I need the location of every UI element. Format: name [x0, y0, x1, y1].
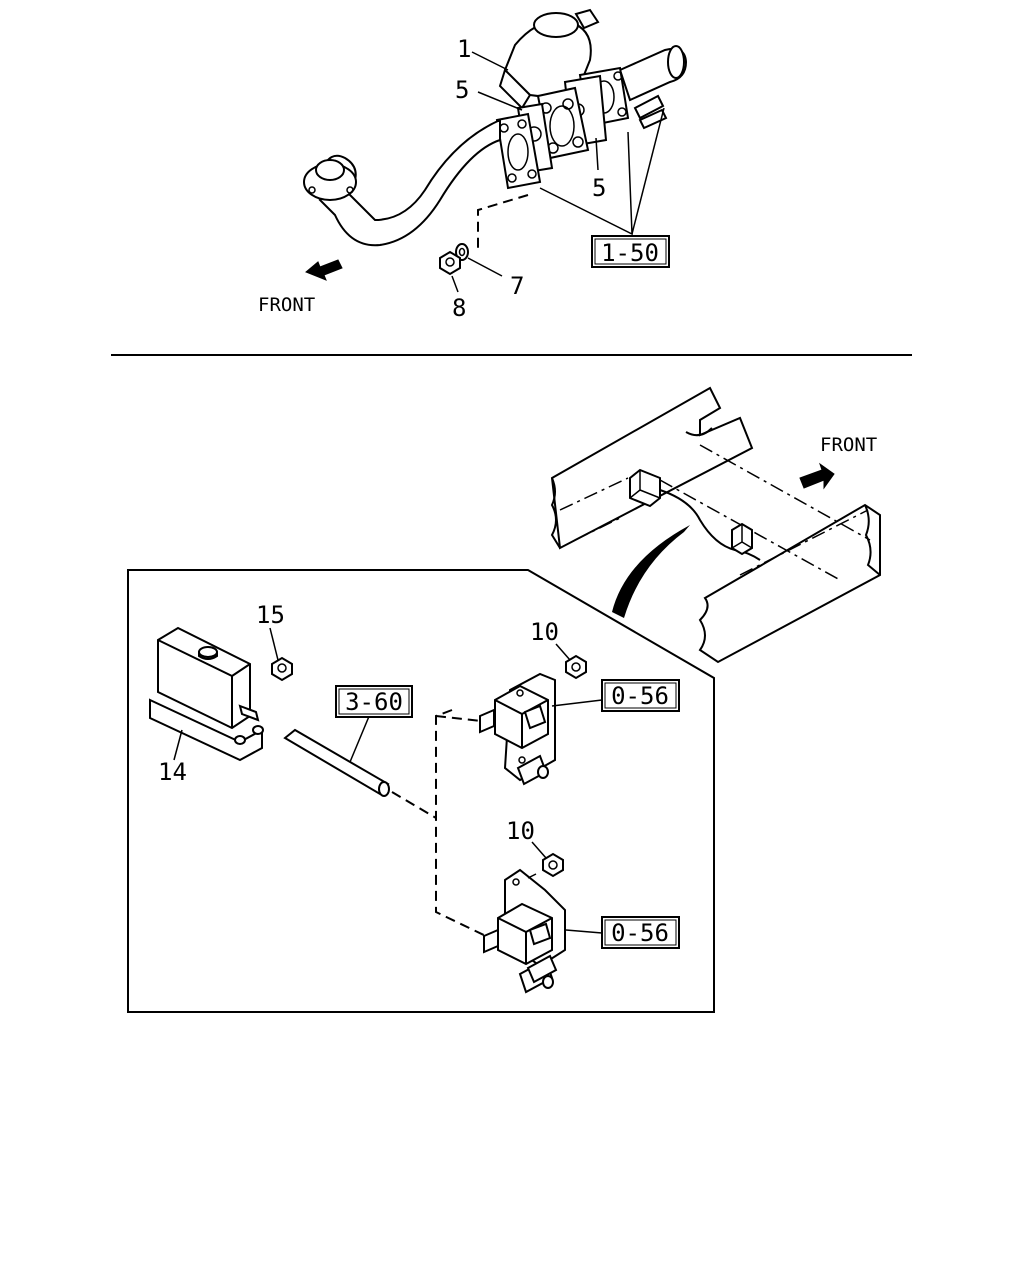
reservoir-14: [149, 626, 264, 762]
leader-15: [269, 627, 279, 661]
leader-5a: [477, 91, 523, 111]
callout-15: 15: [256, 601, 285, 629]
callout-1: 1: [457, 35, 471, 63]
chassis-frame: [550, 386, 881, 664]
leader-3-60: [349, 713, 371, 763]
leader-10-lower: [531, 841, 547, 859]
front-arrow-bottom: [799, 462, 835, 490]
top-assembly: 1 5 5 7 8 1-50 FRONT: [258, 8, 688, 322]
nut-10-upper: [565, 654, 587, 680]
ref-box-0-56-lower: 0-56: [601, 916, 680, 949]
hose-dashline: [391, 791, 437, 819]
ref-box-3-60: 3-60: [335, 685, 413, 718]
connection-dashline: [435, 709, 491, 939]
leader-5b: [595, 137, 599, 171]
detail-frame: [127, 569, 715, 1013]
callout-10-upper: 10: [530, 618, 559, 646]
front-arrow-top: [305, 259, 343, 281]
leader-1: [471, 51, 509, 71]
ref-box-0-56-upper: 0-56: [601, 679, 680, 712]
callout-5-lower: 5: [592, 174, 606, 202]
ref-0-56-upper-label: 0-56: [611, 682, 669, 710]
detail-pointer: [612, 525, 690, 618]
leader-0-56-upper: [551, 699, 603, 707]
lower-valve: [483, 868, 566, 994]
callout-7: 7: [510, 272, 524, 300]
frame-reservoir: [629, 468, 661, 508]
outlet-pipe: [618, 45, 688, 102]
leader-14: [173, 729, 183, 761]
ref-0-56-lower-label: 0-56: [611, 919, 669, 947]
frame-valve: [731, 522, 753, 556]
callout-14: 14: [158, 758, 187, 786]
flange-left: [495, 112, 542, 190]
exhaust-pipe: [303, 118, 501, 247]
nut-8: [439, 250, 461, 276]
ref-box-1-50: 1-50: [591, 235, 670, 268]
stud-dashline: [477, 194, 529, 248]
washer-7: [455, 243, 469, 261]
front-label-top: FRONT: [258, 294, 315, 316]
leader-8: [451, 275, 459, 293]
callout-10-lower: 10: [506, 817, 535, 845]
nut-15: [271, 656, 293, 682]
upper-valve-dash: [435, 715, 491, 723]
leader-0-56-lower: [565, 929, 603, 934]
ref-3-60-label: 3-60: [345, 688, 403, 716]
bolts: [633, 94, 668, 130]
frame-hose: [659, 489, 761, 561]
leader-10-upper: [555, 643, 571, 661]
callout-5-upper: 5: [455, 76, 469, 104]
upper-valve: [479, 672, 556, 786]
nut-10-lower: [542, 852, 564, 878]
canister-part-1: [498, 8, 600, 110]
leader-7: [467, 257, 503, 277]
ref-1-50-label: 1-50: [601, 239, 659, 267]
hose: [283, 728, 390, 797]
front-label-bottom: FRONT: [820, 434, 877, 456]
leader-1-50-b: [631, 107, 665, 235]
callout-8: 8: [452, 294, 466, 322]
